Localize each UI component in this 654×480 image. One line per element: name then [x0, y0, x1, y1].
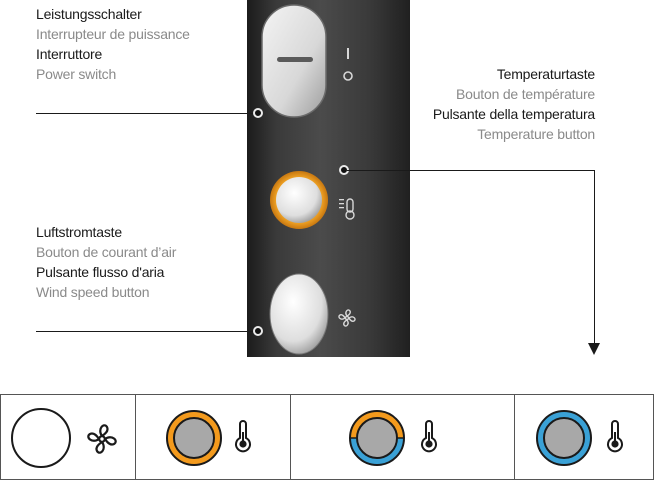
power-switch-callout-line	[36, 113, 258, 114]
power-switch-label: Leistungsschalter Interrupteur de puissa…	[36, 4, 190, 84]
power-switch-label-de: Leistungsschalter	[36, 6, 142, 22]
fan-icon	[87, 424, 117, 454]
power-switch[interactable]	[261, 4, 327, 118]
power-off-symbol	[343, 71, 353, 81]
legend-divider	[0, 395, 1, 479]
fan-icon	[338, 309, 356, 327]
wind-speed-button[interactable]	[269, 273, 329, 355]
legend-divider	[290, 395, 291, 479]
wind-button-callout-line	[36, 331, 258, 332]
legend-temperature-cold	[536, 410, 592, 466]
wind-button-label: Luftstromtaste Bouton de courant d’air P…	[36, 222, 176, 302]
temperature-button-label-de: Temperaturtaste	[496, 66, 595, 82]
legend-temperature-hot	[166, 410, 222, 466]
legend-divider	[514, 395, 515, 479]
temperature-callout-arrow	[588, 343, 600, 355]
thermometer-heat-icon	[339, 198, 355, 220]
wind-button-label-en: Wind speed button	[36, 284, 150, 300]
button-state-legend	[0, 394, 654, 480]
power-on-symbol	[347, 48, 349, 59]
temperature-button-label-fr: Bouton de température	[455, 86, 595, 102]
temperature-button-label-en: Temperature button	[477, 126, 595, 142]
temperature-button[interactable]	[270, 171, 328, 229]
power-switch-label-it: Interruttore	[36, 46, 103, 62]
device-handle	[247, 0, 410, 357]
wind-button-label-it: Pulsante flusso d'aria	[36, 264, 165, 280]
thermometer-icon	[235, 420, 251, 453]
power-switch-label-fr: Interrupteur de puissance	[36, 26, 190, 42]
wind-button-callout-dot	[253, 326, 263, 336]
wind-button-label-fr: Bouton de courant d’air	[36, 244, 177, 260]
temperature-callout-drop-line	[594, 170, 595, 345]
thermometer-icon	[421, 420, 437, 453]
temperature-callout-line	[347, 170, 594, 171]
temperature-button-label: Temperaturtaste Bouton de température Pu…	[430, 64, 595, 144]
wind-button-label-de: Luftstromtaste	[36, 224, 122, 240]
legend-wind-button-off	[11, 408, 71, 468]
power-switch-label-en: Power switch	[36, 66, 117, 82]
power-switch-callout-dot	[253, 108, 263, 118]
temperature-button-label-it: Pulsante della temperatura	[432, 106, 595, 122]
thermometer-icon	[607, 420, 623, 453]
legend-divider	[135, 395, 136, 479]
legend-temperature-warm	[349, 410, 405, 466]
